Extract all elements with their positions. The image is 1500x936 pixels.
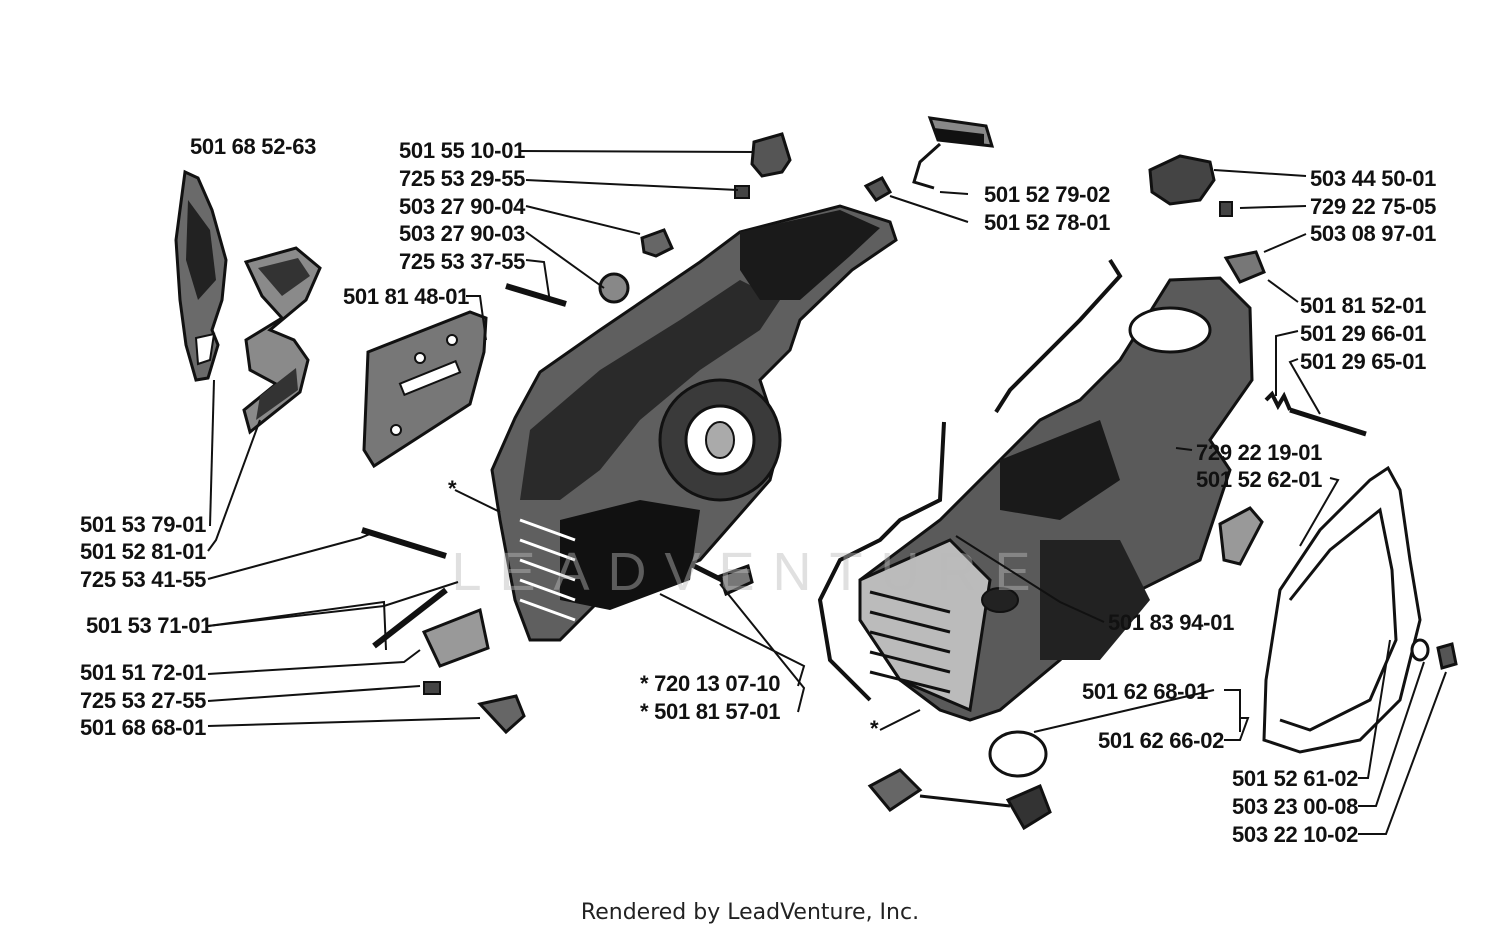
watermark-text: LEADVENTURE <box>451 542 1048 602</box>
part-labels: 501 68 52-63 501 55 10-01 725 53 29-55 5… <box>80 134 1436 847</box>
lever-part <box>1223 250 1266 284</box>
footer-credit: Rendered by LeadVenture, Inc. <box>580 900 920 925</box>
label-asterisk-bottom: * <box>870 716 879 741</box>
label-501-53-79-01: 501 53 79-01 <box>80 512 206 537</box>
buffer-part <box>421 607 490 668</box>
label-501-52-61-02: 501 52 61-02 <box>1232 766 1358 791</box>
long-screw-part <box>505 283 567 307</box>
cooling-fins <box>519 518 576 622</box>
bracket-part <box>242 246 322 435</box>
fuel-cap-part <box>867 730 1052 831</box>
label-503-22-10-02: 503 22 10-02 <box>1232 822 1358 847</box>
spring-part <box>1264 390 1367 437</box>
label-725-53-37-55: 725 53 37-55 <box>399 249 525 274</box>
label-501-52-62-01: 501 52 62-01 <box>1196 467 1322 492</box>
label-729-22-19-01: 729 22 19-01 <box>1196 440 1322 465</box>
screw-part <box>734 185 750 199</box>
hook-part <box>477 694 526 735</box>
label-501-68-52-63: 501 68 52-63 <box>190 134 316 159</box>
label-501-52-81-01: 501 52 81-01 <box>80 539 206 564</box>
label-501-53-71-01: 501 53 71-01 <box>86 613 212 638</box>
label-501-55-10-01: 501 55 10-01 <box>399 138 525 163</box>
label-503-27-90-03: 503 27 90-03 <box>399 221 525 246</box>
washer-nut-part <box>1410 638 1458 670</box>
label-501-81-57-01: * 501 81 57-01 <box>640 699 780 724</box>
small-screw-part <box>423 681 441 695</box>
label-725-53-41-55: 725 53 41-55 <box>80 567 206 592</box>
chain-guard-part <box>174 169 228 382</box>
label-501-62-66-02: 501 62 66-02 <box>1098 728 1224 753</box>
connector-part <box>912 116 995 190</box>
leader-lines <box>207 150 1447 835</box>
label-501-81-52-01: 501 81 52-01 <box>1300 293 1426 318</box>
plug-cap-part <box>750 132 792 178</box>
label-720-13-07-10: * 720 13 07-10 <box>640 671 780 696</box>
top-cap-part <box>1148 154 1216 206</box>
label-725-53-29-55: 725 53 29-55 <box>399 166 525 191</box>
label-729-22-75-05: 729 22 75-05 <box>1310 194 1436 219</box>
nut-part <box>863 176 893 202</box>
tiny-screw-part <box>1219 201 1233 217</box>
label-501-29-66-01: 501 29 66-01 <box>1300 321 1426 346</box>
cylinder-fins <box>869 590 951 694</box>
label-501-68-68-01: 501 68 68-01 <box>80 715 206 740</box>
damper-part <box>1218 506 1264 566</box>
label-asterisk-left: * <box>448 476 457 501</box>
label-725-53-27-55: 725 53 27-55 <box>80 688 206 713</box>
label-501-81-48-01: 501 81 48-01 <box>343 284 469 309</box>
label-503-08-97-01: 503 08 97-01 <box>1310 221 1436 246</box>
label-501-29-65-01: 501 29 65-01 <box>1300 349 1426 374</box>
clutch-cover-part <box>1262 465 1422 754</box>
label-503-44-50-01: 503 44 50-01 <box>1310 166 1436 191</box>
crankcase-housing-part <box>490 204 898 642</box>
part-illustrations <box>174 116 1458 831</box>
label-503-23-00-08: 503 23 00-08 <box>1232 794 1358 819</box>
label-501-83-94-01: 501 83 94-01 <box>1108 610 1234 635</box>
cover-plate-part <box>362 310 488 469</box>
label-503-27-90-04: 503 27 90-04 <box>399 194 526 219</box>
label-501-52-79-02: 501 52 79-02 <box>984 182 1110 207</box>
washer-part <box>598 272 630 304</box>
label-501-52-78-01: 501 52 78-01 <box>984 210 1110 235</box>
label-501-62-68-01: 501 62 68-01 <box>1082 679 1208 704</box>
cylinder-housing-part <box>858 276 1254 722</box>
cable-part <box>817 258 1123 702</box>
grommet-part <box>640 228 674 258</box>
label-501-51-72-01: 501 51 72-01 <box>80 660 206 685</box>
